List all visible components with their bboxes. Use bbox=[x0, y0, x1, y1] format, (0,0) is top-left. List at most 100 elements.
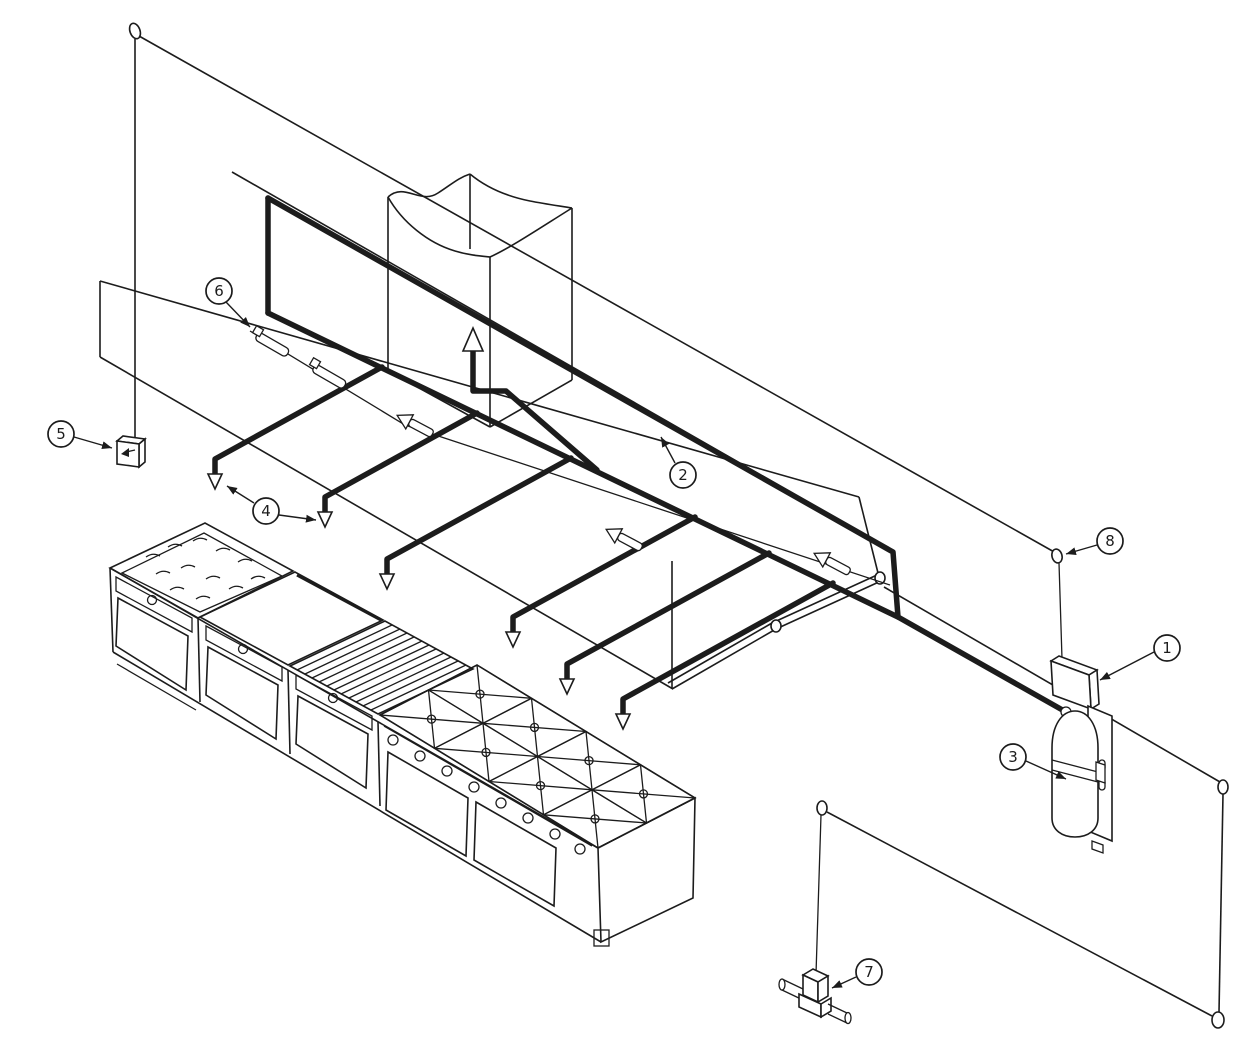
release-regulator-box bbox=[1049, 655, 1100, 711]
broiler-slats bbox=[296, 624, 467, 711]
hood-rim-outer-1 bbox=[671, 628, 777, 690]
section-divider-2 bbox=[287, 669, 291, 755]
pipe-lateral-2 bbox=[322, 410, 480, 515]
callout-1-number: 1 bbox=[1162, 639, 1172, 657]
panel-diagonal-edge bbox=[826, 811, 1213, 1017]
broiler-top bbox=[288, 620, 475, 715]
gas-pipe-left-cap bbox=[778, 978, 786, 991]
fryer-knob bbox=[146, 594, 158, 606]
duct-torn-top-left bbox=[387, 173, 471, 198]
deep-fat-fryer bbox=[108, 522, 295, 711]
pull-station-side bbox=[138, 437, 146, 469]
hood-corner-hole-front bbox=[770, 619, 782, 633]
duct-torn-top-front bbox=[387, 196, 491, 258]
hood-bottom-front-edge bbox=[99, 356, 674, 690]
control-conduit-line bbox=[1058, 562, 1063, 660]
gas-pipe-right-cap bbox=[844, 1011, 852, 1025]
panel-right-edge bbox=[1218, 793, 1224, 1013]
panel-hanger-hole-bottom bbox=[1211, 1011, 1225, 1029]
fryer-top bbox=[108, 522, 295, 619]
callout-4-number: 4 bbox=[261, 502, 271, 520]
callout-5-number: 5 bbox=[56, 425, 66, 443]
callout-8: 8 bbox=[1065, 527, 1124, 556]
callout-3-number: 3 bbox=[1008, 748, 1018, 766]
burner-knob-rail bbox=[383, 725, 593, 847]
nozzle-cone-5 bbox=[558, 678, 576, 696]
pipe-lower-run bbox=[265, 310, 901, 620]
griddle-control-strip bbox=[205, 624, 283, 683]
callouts: 1 2 3 4 5 6 7 bbox=[47, 277, 1181, 989]
pipe-lateral-6 bbox=[620, 580, 836, 717]
duct-torn-top-right bbox=[489, 207, 573, 258]
bracket-foot bbox=[1091, 840, 1104, 854]
range-right-foot bbox=[593, 929, 610, 947]
gas-valve-body-right bbox=[817, 974, 829, 1004]
callout-1: 1 bbox=[1099, 634, 1181, 681]
fusible-link-detector-2 bbox=[308, 356, 347, 389]
nozzle-cone-2 bbox=[316, 511, 334, 529]
lower-right-wall-panel bbox=[815, 779, 1229, 1029]
exhaust-hood-canopy bbox=[99, 171, 891, 690]
range-front-bottom bbox=[112, 651, 602, 943]
griddle-back-edge bbox=[296, 573, 382, 622]
callout-6: 6 bbox=[205, 277, 251, 328]
section-divider-1 bbox=[197, 617, 201, 703]
broiler bbox=[288, 620, 475, 790]
callout-2-number: 2 bbox=[678, 466, 688, 484]
callout-2: 2 bbox=[660, 436, 697, 489]
gas-valve-base-right bbox=[820, 996, 832, 1019]
cylinder-strap-top bbox=[1051, 759, 1099, 773]
griddle-door bbox=[205, 645, 279, 741]
callout-4: 4 bbox=[226, 485, 317, 525]
section-divider-3 bbox=[377, 721, 381, 807]
duct-nozzle-arrowhead-icon bbox=[461, 325, 485, 352]
burner-grates bbox=[378, 664, 697, 849]
pipe-lateral-5 bbox=[564, 550, 772, 682]
nozzle-cone-1 bbox=[206, 473, 224, 491]
fusible-link-detector-3 bbox=[396, 414, 434, 438]
burner-oven-door-1 bbox=[385, 750, 469, 858]
remote-pull-station bbox=[115, 435, 147, 469]
duct-nozzle bbox=[461, 325, 485, 352]
callout-6-number: 6 bbox=[214, 282, 224, 300]
broiler-control-strip bbox=[295, 673, 373, 732]
nozzle-cone-3 bbox=[378, 573, 396, 591]
range-left-edge bbox=[109, 567, 114, 653]
discharge-nozzles bbox=[206, 473, 632, 731]
hood-rim-inner-1 bbox=[667, 622, 773, 684]
griddle-top bbox=[198, 571, 385, 666]
gas-valve-hanger-hole bbox=[816, 800, 828, 816]
fryer-rim bbox=[120, 532, 284, 613]
strap-clamp bbox=[1095, 761, 1106, 784]
wall-hanger-hole-right bbox=[1051, 548, 1063, 564]
detector-line bbox=[249, 324, 891, 586]
agent-storage-cylinder bbox=[1051, 704, 1113, 854]
burner-oven-door-2 bbox=[473, 800, 557, 908]
pipe-lateral-4 bbox=[510, 514, 698, 635]
nozzle-cone-6 bbox=[614, 713, 632, 731]
griddle bbox=[198, 571, 385, 741]
broiler-knob bbox=[327, 692, 339, 704]
cylinder-tank bbox=[1051, 710, 1099, 838]
pull-station-arrow-icon bbox=[121, 448, 136, 457]
fryer-door bbox=[115, 596, 189, 692]
fusible-link-detector-1 bbox=[251, 324, 290, 357]
hood-rim-outer-2 bbox=[775, 580, 882, 630]
callout-8-number: 8 bbox=[1105, 532, 1115, 550]
fryer-control-strip bbox=[115, 575, 193, 634]
open-burner-range bbox=[378, 664, 697, 908]
wall-hanger-hole-top-left bbox=[128, 22, 142, 40]
pipe-lateral-3 bbox=[384, 455, 574, 577]
callout-7: 7 bbox=[831, 958, 883, 989]
gas-valve-conduit-line bbox=[815, 814, 822, 975]
fusible-link-detector-4 bbox=[605, 528, 643, 552]
fryer-oil-waves bbox=[145, 537, 266, 600]
nozzle-cone-4 bbox=[504, 631, 522, 649]
fusible-link-detector-5 bbox=[813, 552, 851, 576]
callout-5: 5 bbox=[47, 420, 113, 450]
pipe-lateral-1 bbox=[212, 364, 385, 477]
fryer-base-lip bbox=[116, 663, 197, 711]
callout-7-number: 7 bbox=[864, 963, 874, 981]
